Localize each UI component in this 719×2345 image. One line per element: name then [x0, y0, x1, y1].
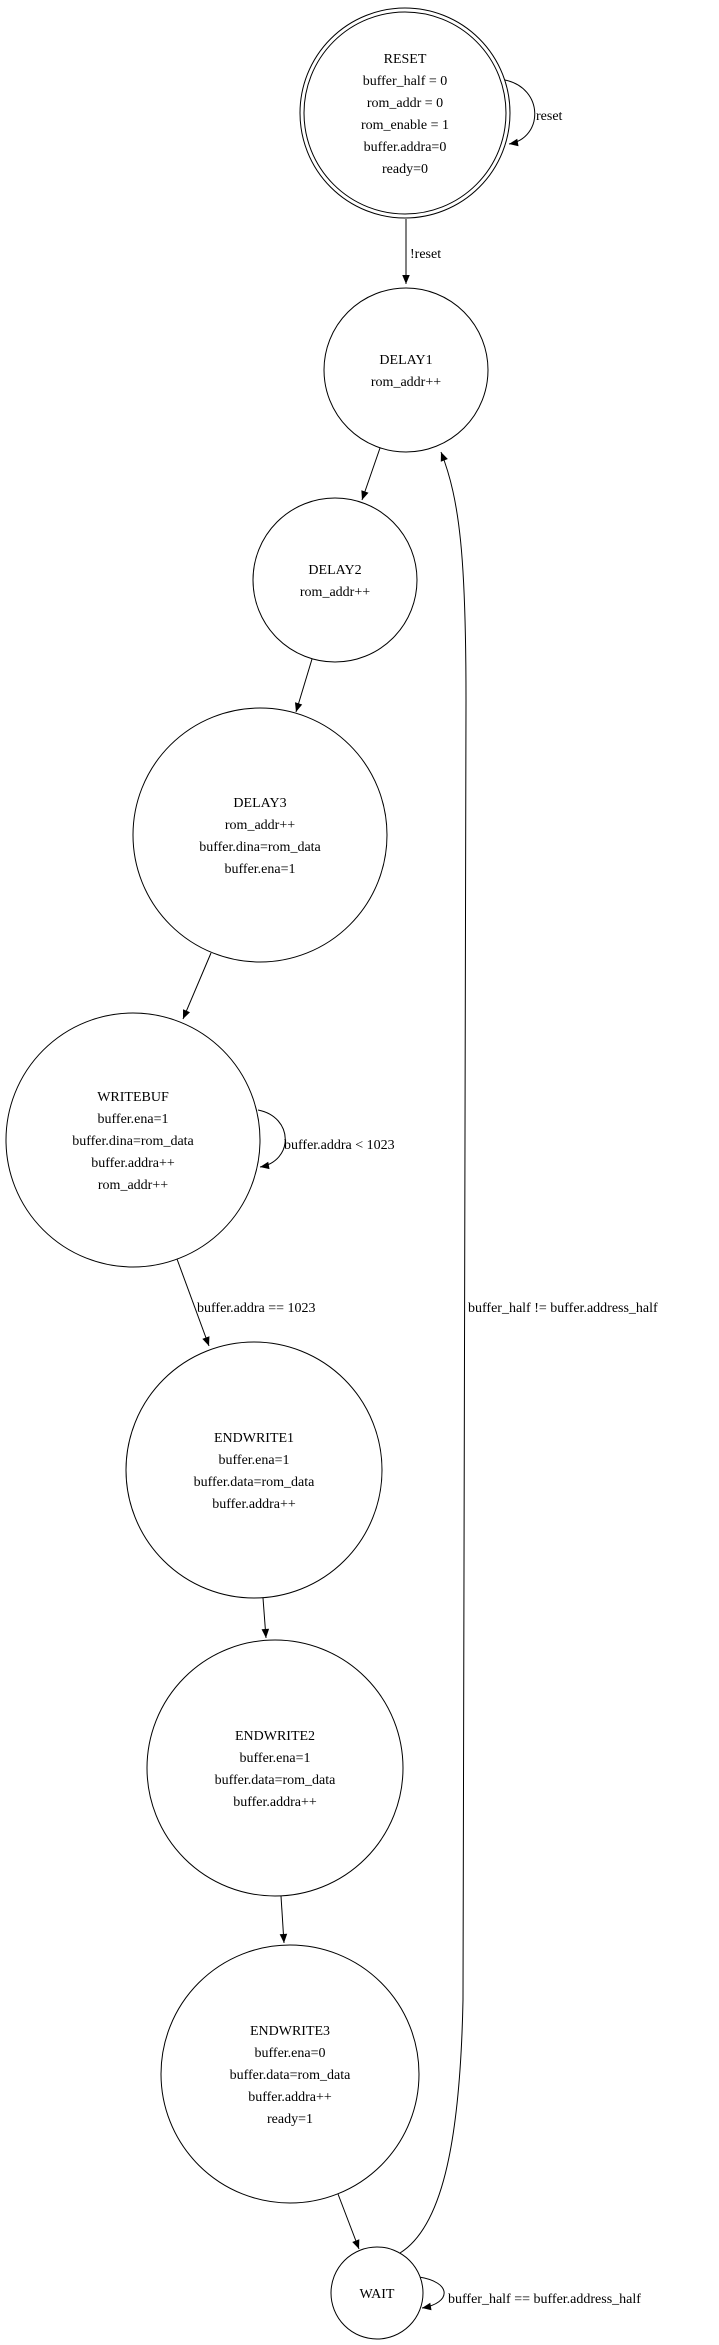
state-circle [299, 7, 511, 219]
state-node-delay2: DELAY2 rom_addr++ [252, 497, 418, 663]
state-name: WRITEBUF [97, 1090, 169, 1105]
state-action-line: buffer.ena=0 [255, 2046, 326, 2061]
state-node-writebuf: WRITEBUF buffer.ena=1 buffer.dina=rom_data… [5, 1012, 261, 1268]
transition-edge-writebuf-self [257, 1109, 286, 1170]
state-circle [125, 1341, 383, 1599]
state-circle [146, 1639, 404, 1897]
state-action-line: buffer_half = 0 [363, 74, 448, 89]
transition-label-writebuf-to-endwrite1: buffer.addra == 1023 [197, 1301, 316, 1316]
state-node-delay3: DELAY3 rom_addr++ buffer.dina=rom_databuff… [132, 707, 388, 963]
state-action-line: ready=0 [382, 162, 428, 177]
transition-edge-writebuf-to-endwrite1 [176, 1258, 210, 1347]
state-name: ENDWRITE2 [235, 1729, 315, 1744]
state-action-line: rom_enable = 1 [361, 118, 449, 133]
state-action-line: ready=1 [267, 2112, 313, 2127]
state-action-line: buffer.dina=rom_data [72, 1134, 194, 1149]
state-circle [5, 1012, 261, 1268]
state-action-line: buffer.addra++ [212, 1497, 296, 1512]
state-action-line: rom_addr++ [371, 375, 441, 390]
state-action-line: rom_addr++ [300, 585, 370, 600]
transition-edge-endwrite2-to-endwrite3 [279, 1895, 288, 1944]
state-circle [132, 707, 388, 963]
state-node-endwrite1: ENDWRITE1 buffer.ena=1 buffer.data=rom_dat… [125, 1341, 383, 1599]
transition-edge-endwrite3-to-wait [337, 2193, 360, 2250]
state-name: RESET [384, 52, 427, 67]
state-inner-circle [303, 11, 507, 215]
state-name: ENDWRITE1 [214, 1431, 294, 1446]
state-action-line: buffer.addra++ [248, 2090, 332, 2105]
state-name: DELAY1 [379, 353, 432, 368]
state-name: WAIT [360, 2287, 395, 2302]
edges-layer: reset !reset buffer.addra < 1023 buffer.add… [176, 79, 658, 2311]
transition-label-reset-to-delay1: !reset [410, 247, 441, 262]
state-action-line: buffer.addra++ [91, 1156, 175, 1171]
state-action-line: buffer.addra++ [233, 1795, 317, 1810]
state-node-endwrite3: ENDWRITE3 buffer.ena=0 buffer.data=rom_dat… [160, 1944, 420, 2204]
state-name: DELAY2 [308, 563, 361, 578]
state-action-line: buffer.ena=1 [98, 1112, 169, 1127]
state-action-line: buffer.ena=1 [225, 862, 296, 877]
state-circle [330, 2246, 424, 2340]
state-node-reset: RESET buffer_half = 0 rom_addr = 0 rom_enab… [299, 7, 511, 219]
state-circle [323, 287, 489, 453]
state-action-line: buffer.ena=1 [240, 1751, 311, 1766]
state-name: ENDWRITE3 [250, 2024, 330, 2039]
transition-edge-endwrite1-to-endwrite2 [261, 1597, 270, 1639]
transition-label-reset-self: reset [536, 109, 563, 124]
state-node-endwrite2: ENDWRITE2 buffer.ena=1 buffer.data=rom_dat… [146, 1639, 404, 1897]
state-circle [252, 497, 418, 663]
transition-edge-reset-self [504, 79, 536, 147]
state-action-line: rom_addr++ [225, 818, 295, 833]
transition-edge-wait-to-delay1 [399, 451, 467, 2254]
transition-edge-wait-self [418, 2276, 445, 2311]
state-action-line: buffer.ena=1 [219, 1453, 290, 1468]
state-circle [160, 1944, 420, 2204]
state-action-line: buffer.data=rom_data [230, 2068, 352, 2083]
state-action-line: buffer.data=rom_data [194, 1475, 316, 1490]
state-action-line: buffer.data=rom_data [215, 1773, 337, 1788]
state-name: DELAY3 [233, 796, 286, 811]
transition-edge-delay3-to-writebuf [182, 952, 212, 1020]
transition-label-wait-self: buffer_half == buffer.address_half [448, 2292, 641, 2307]
transition-edge-delay2-to-delay3 [294, 658, 313, 713]
state-action-line: buffer.addra=0 [364, 140, 447, 155]
state-action-line: buffer.dina=rom_data [199, 840, 321, 855]
state-node-delay1: DELAY1 rom_addr++ [323, 287, 489, 453]
transition-label-writebuf-self: buffer.addra < 1023 [284, 1138, 395, 1153]
state-node-wait: WAIT [330, 2246, 424, 2340]
state-action-line: rom_addr++ [98, 1178, 168, 1193]
state-action-line: rom_addr = 0 [367, 96, 443, 111]
transition-label-wait-to-delay1: buffer_half != buffer.address_half [468, 1301, 658, 1316]
transition-edge-delay1-to-delay2 [361, 447, 381, 501]
